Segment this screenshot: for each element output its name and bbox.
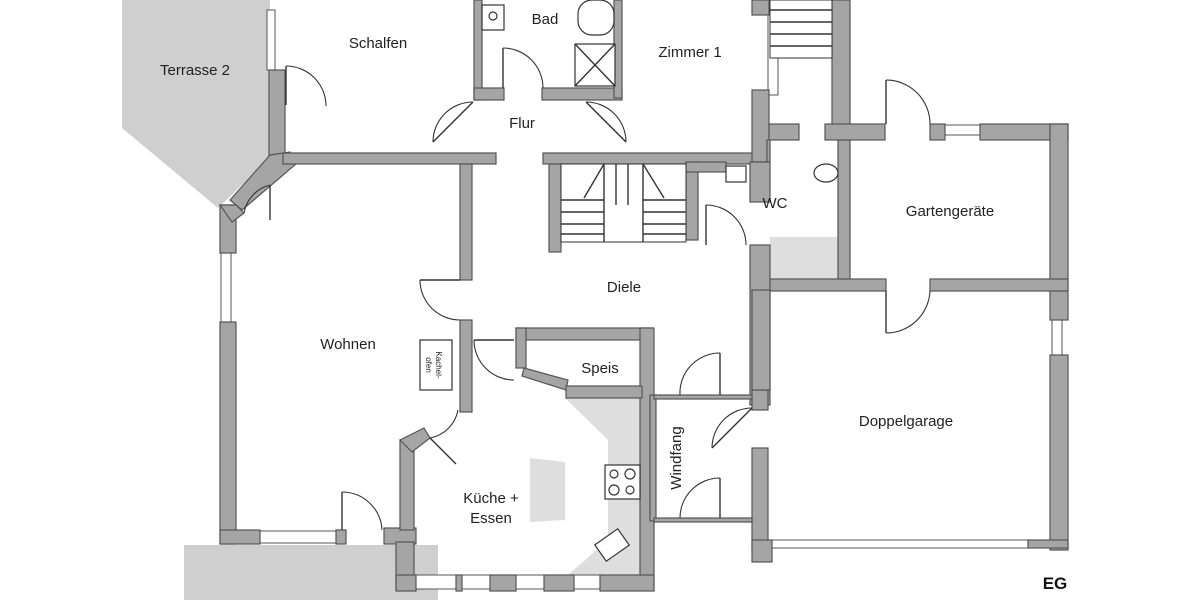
wall — [1027, 539, 1069, 549]
wall — [929, 278, 1069, 292]
stairs-upper — [769, 0, 833, 59]
label-terrasse-2: Terrasse 2 — [160, 62, 230, 79]
wall — [653, 394, 753, 400]
floor-label-eg: EG — [1043, 574, 1068, 593]
wall — [751, 289, 771, 391]
wall — [542, 152, 770, 165]
window-gartengeraete-north — [944, 124, 981, 136]
stair-upper-block — [769, 0, 833, 59]
kitchen-appliances — [593, 464, 641, 563]
label-speis: Speis — [581, 360, 619, 377]
bathtub — [577, 0, 615, 36]
wall — [837, 139, 851, 281]
wall — [541, 87, 623, 101]
wall — [335, 529, 347, 545]
wall — [459, 163, 473, 281]
label-doppelgarage: Doppelgarage — [859, 413, 953, 430]
label-kueche-line-1: Küche + — [463, 490, 519, 507]
label-zimmer-1: Zimmer 1 — [658, 44, 721, 61]
wall — [219, 321, 237, 545]
kachelofen-label-1: Kachel- — [434, 351, 443, 378]
wall — [459, 319, 473, 413]
wc-sink — [725, 165, 747, 183]
walls — [218, 0, 1069, 592]
wall — [824, 123, 886, 141]
wall — [521, 367, 569, 391]
wall — [685, 161, 727, 173]
kitchen-table — [530, 458, 565, 522]
wc-shaded-area — [770, 237, 838, 279]
wall — [751, 389, 769, 411]
wall — [929, 123, 946, 141]
window-wohnen-west — [220, 249, 232, 323]
window-schlafen-west — [266, 9, 276, 71]
kitchen-sink — [593, 527, 631, 563]
wall — [399, 439, 415, 531]
label-diele: Diele — [607, 279, 641, 296]
kachelofen: Kachel- ofen — [419, 339, 453, 391]
wall — [766, 139, 771, 163]
wall — [751, 447, 769, 551]
window-garage-east — [1051, 319, 1063, 356]
window-wohnen-south — [257, 530, 339, 544]
label-bad: Bad — [532, 11, 559, 28]
wall — [685, 161, 699, 241]
wall — [653, 517, 753, 523]
wall — [831, 0, 851, 126]
stairs-diele — [560, 163, 687, 243]
wall — [599, 574, 655, 592]
wall — [282, 152, 497, 165]
label-kueche-line-2: Essen — [470, 510, 512, 527]
wall — [1049, 123, 1069, 321]
wall — [548, 163, 562, 253]
label-flur: Flur — [509, 115, 535, 132]
wall — [749, 161, 771, 203]
wall — [489, 574, 517, 592]
wall — [543, 574, 575, 592]
wall — [765, 278, 887, 292]
terrace-2-area — [122, 0, 270, 208]
kachelofen-box — [419, 339, 453, 391]
wall — [515, 327, 527, 369]
wall — [649, 394, 657, 522]
label-wohnen: Wohnen — [320, 336, 376, 353]
window-garage-south — [769, 539, 1051, 549]
stair-diele-block — [560, 163, 687, 243]
toilet — [813, 163, 839, 183]
window-kueche-south — [414, 574, 626, 590]
wall — [1049, 354, 1069, 551]
wall — [395, 574, 417, 592]
wall — [473, 87, 505, 101]
wall — [268, 69, 286, 163]
room-labels: Terrasse 2 Schalfen Bad Zimmer 1 Flur WC… — [160, 11, 1067, 593]
wall — [515, 327, 653, 341]
wall — [768, 123, 800, 141]
wall — [455, 574, 463, 592]
wall — [473, 0, 483, 101]
wall — [565, 385, 643, 399]
label-schlafen: Schalfen — [349, 35, 407, 52]
kachelofen-label-2: ofen — [424, 357, 433, 373]
label-gartengeraete: Gartengeräte — [906, 203, 994, 220]
kitchen-counter — [565, 398, 642, 575]
doors — [243, 47, 931, 531]
bathroom-fixtures — [481, 0, 839, 183]
wall — [219, 529, 261, 545]
label-wc: WC — [763, 195, 788, 212]
wall — [751, 539, 773, 563]
wall — [751, 0, 770, 16]
label-windfang: Windfang — [668, 426, 685, 489]
sink-drain — [488, 11, 498, 21]
